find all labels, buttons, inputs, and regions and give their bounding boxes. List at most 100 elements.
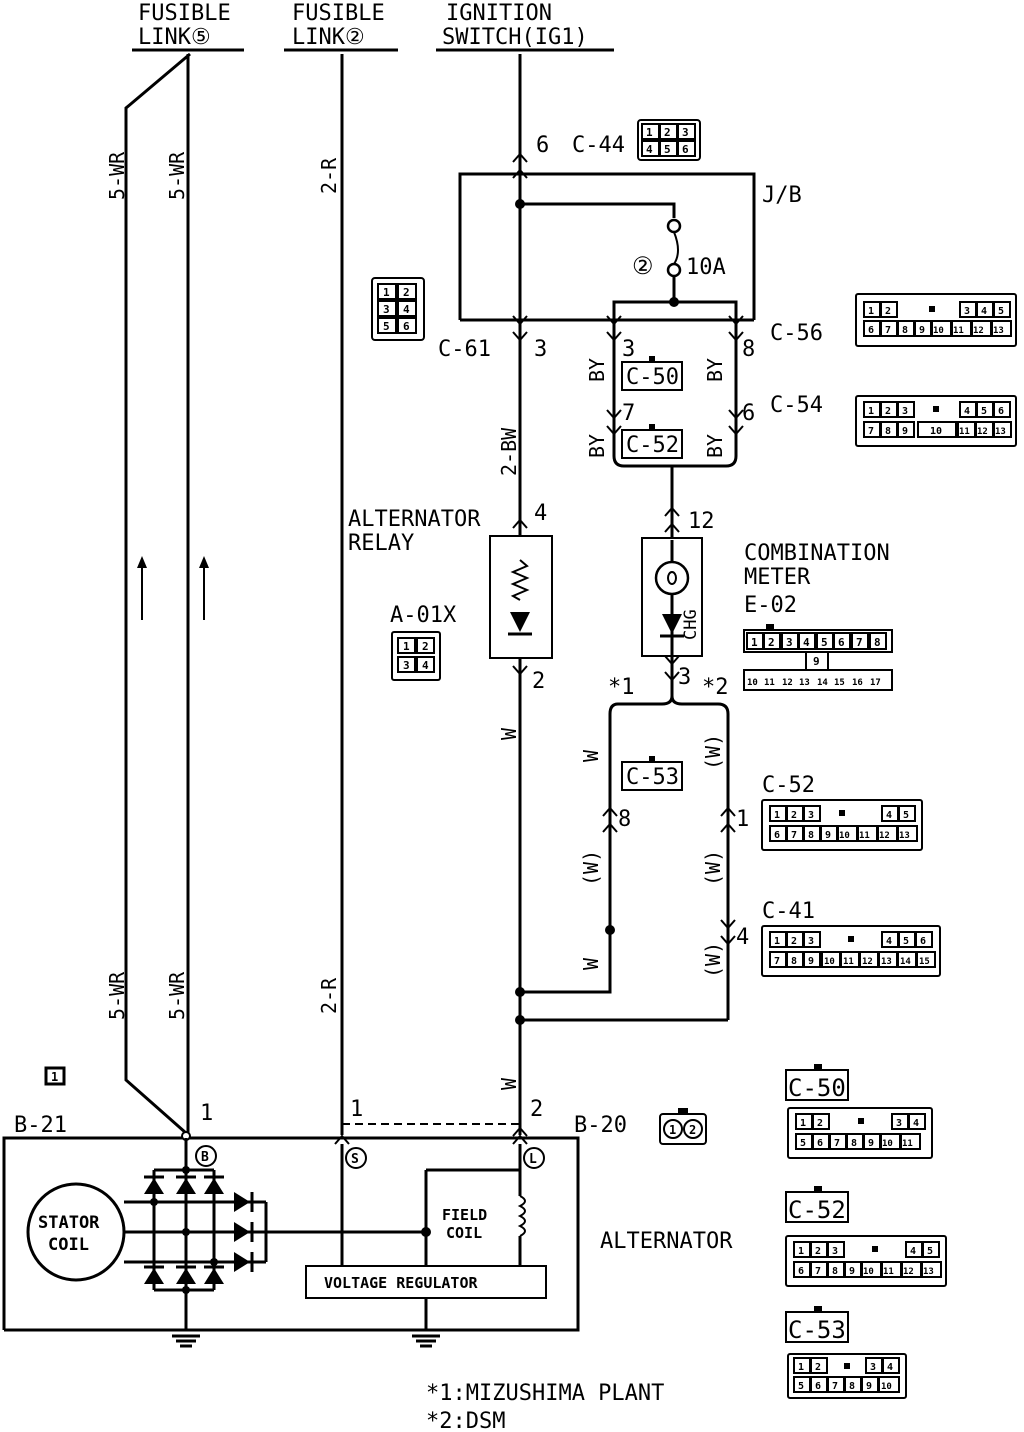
svg-text:C-50: C-50	[626, 365, 679, 390]
wire-label-w-2: W	[579, 749, 603, 762]
wire-label-w-1: W	[497, 727, 521, 740]
svg-text:6: 6	[920, 936, 926, 947]
wire-5-wr-left	[124, 52, 191, 1135]
pin-relay-2: 2	[532, 669, 545, 694]
wire-label-by-3: BY	[585, 434, 609, 458]
svg-text:4: 4	[803, 636, 810, 649]
svg-text:16: 16	[852, 678, 863, 688]
wire-label-5wr-left-top: 5-WR	[105, 151, 129, 200]
svg-text:FUSIBLE: FUSIBLE	[292, 1, 385, 26]
svg-text:7: 7	[868, 426, 874, 437]
svg-text:6: 6	[815, 1381, 821, 1392]
svg-text:7: 7	[885, 325, 891, 336]
wire-label-5wr-right-bottom: 5-WR	[165, 971, 189, 1020]
svg-text:3: 3	[808, 936, 814, 947]
svg-text:2: 2	[791, 936, 797, 947]
svg-text:5: 5	[798, 1381, 804, 1392]
svg-text:COIL: COIL	[446, 1224, 482, 1242]
svg-text:1: 1	[403, 640, 410, 653]
connector-b20-icon: 1 2	[659, 1108, 707, 1145]
svg-text:7: 7	[834, 1138, 840, 1149]
svg-text:13: 13	[899, 831, 910, 841]
pin-c52-1: 1	[736, 807, 749, 832]
svg-text:1: 1	[798, 1246, 804, 1257]
wire-label-2r-top: 2-R	[317, 157, 341, 194]
wire-label-by-2: BY	[703, 358, 727, 382]
svg-text:3: 3	[964, 306, 970, 317]
inline-c50-tag: C-50	[621, 356, 683, 391]
svg-text:7: 7	[815, 1266, 821, 1277]
svg-text:8: 8	[902, 325, 908, 336]
terminal-l: L	[523, 1147, 545, 1169]
svg-text:9: 9	[825, 830, 831, 841]
svg-text:2: 2	[422, 640, 429, 653]
svg-text:9: 9	[808, 956, 814, 967]
pin-relay-4: 4	[534, 501, 547, 526]
label-e02: E-02	[744, 593, 797, 618]
svg-text:4: 4	[422, 659, 429, 672]
svg-text:4: 4	[910, 1246, 916, 1257]
svg-text:12: 12	[879, 831, 890, 841]
wire-label-w-paren-1: (W)	[701, 734, 725, 770]
svg-text:1: 1	[669, 1123, 676, 1137]
svg-text:5: 5	[998, 306, 1004, 317]
label-c61: C-61	[438, 337, 491, 362]
svg-text:7: 7	[832, 1381, 838, 1392]
fuse-10a	[515, 199, 738, 320]
connector-c52-detail: C-52 1 2 3 4 5 6 7 8 9 10 11 12 13	[785, 1186, 947, 1287]
pin-e02-3: 3	[678, 665, 691, 690]
wire-by-right	[728, 315, 744, 440]
svg-text:1: 1	[751, 636, 758, 649]
svg-text:1: 1	[51, 1070, 58, 1084]
variant-mark-2: *2	[702, 675, 729, 700]
svg-text:COIL: COIL	[48, 1235, 89, 1255]
svg-text:6: 6	[682, 143, 689, 156]
svg-text:2: 2	[791, 810, 797, 821]
svg-text:8: 8	[885, 426, 891, 437]
by-merge	[612, 440, 738, 540]
svg-text:12: 12	[782, 678, 793, 688]
svg-text:FUSIBLE: FUSIBLE	[138, 1, 231, 26]
pin-c41-4: 4	[736, 925, 749, 950]
svg-text:4: 4	[886, 936, 892, 947]
svg-text:12: 12	[903, 1267, 914, 1277]
svg-text:13: 13	[799, 678, 810, 688]
label-a01x: A-01X	[390, 603, 457, 628]
wire-label-by-4: BY	[703, 434, 727, 458]
pin-c52-7: 7	[622, 401, 635, 426]
connector-c41-icon: 1 2 3 4 5 6 7 8 9 10 11 12 13 14 15	[761, 925, 941, 977]
svg-text:C-52: C-52	[788, 1196, 846, 1224]
svg-text:13: 13	[995, 427, 1006, 437]
svg-text:8: 8	[851, 1138, 857, 1149]
svg-text:10: 10	[933, 326, 944, 336]
svg-text:5: 5	[383, 320, 390, 333]
connector-a01x-icon: 1 2 3 4	[391, 631, 441, 681]
voltage-regulator: VOLTAGE REGULATOR	[305, 1265, 547, 1299]
svg-text:LINK②: LINK②	[292, 25, 365, 50]
svg-text:5: 5	[903, 936, 909, 947]
legend-note-2: *2:DSM	[426, 1409, 505, 1432]
wire-label-w-paren-3: (W)	[701, 850, 725, 886]
svg-text:7: 7	[791, 830, 797, 841]
svg-text:4: 4	[646, 143, 653, 156]
svg-text:2: 2	[689, 1123, 696, 1137]
svg-text:LINK⑤: LINK⑤	[138, 25, 211, 50]
svg-text:6: 6	[403, 320, 410, 333]
inline-c53-tag: C-53	[621, 756, 683, 791]
svg-text:14: 14	[900, 957, 911, 967]
svg-text:10: 10	[824, 957, 835, 967]
label-c41: C-41	[762, 899, 815, 924]
svg-text:10: 10	[882, 1139, 893, 1149]
svg-text:1: 1	[868, 306, 874, 317]
svg-text:9: 9	[902, 426, 908, 437]
svg-text:10: 10	[863, 1267, 874, 1277]
svg-text:3: 3	[896, 1118, 902, 1129]
svg-text:3: 3	[682, 126, 689, 139]
svg-text:2: 2	[817, 1118, 823, 1129]
fuse-rating: 10A	[686, 255, 726, 280]
svg-text:C-53: C-53	[788, 1316, 846, 1344]
svg-text:8: 8	[832, 1266, 838, 1277]
pin-e02-12: 12	[688, 509, 715, 534]
svg-text:C-50: C-50	[788, 1074, 846, 1102]
svg-text:5: 5	[800, 1138, 806, 1149]
